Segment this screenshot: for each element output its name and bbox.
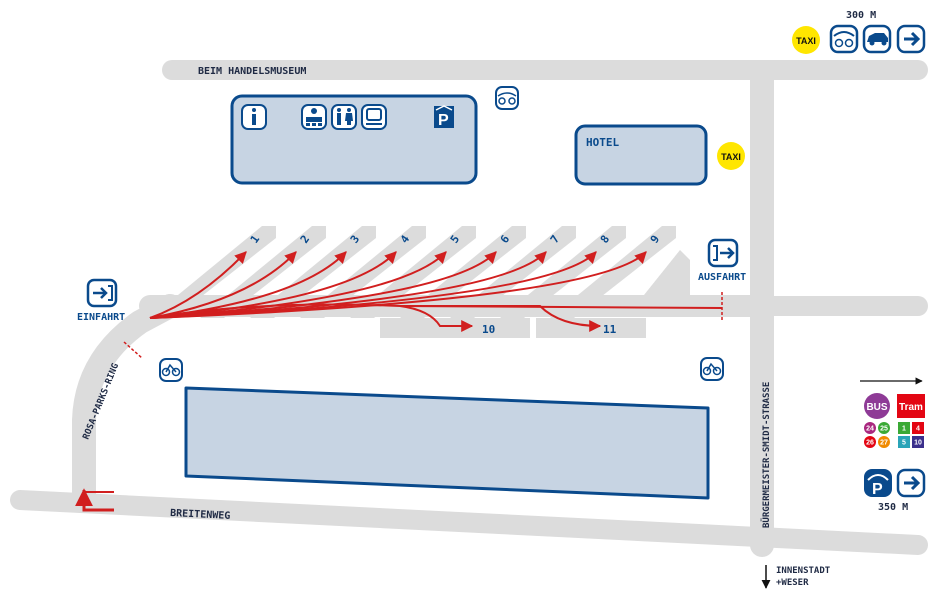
einfahrt-label: EINFAHRT	[77, 312, 125, 323]
waiting-room-icon	[301, 104, 327, 130]
tram-icon: Tram	[897, 394, 925, 418]
toilet-icon	[331, 104, 357, 130]
tram-label: Tram	[899, 402, 923, 413]
bike-parking-icon	[829, 24, 859, 54]
road-breitenweg	[10, 490, 928, 555]
entry-start-arrow	[75, 488, 114, 512]
street-label-bottom: BREITENWEG	[170, 508, 231, 522]
entrance-icon	[86, 278, 118, 308]
tram-line: 5	[902, 440, 906, 447]
distance-top-label: 300 M	[846, 10, 876, 21]
tram-line-list: 1 4 5 10	[898, 422, 924, 448]
tram-line: 4	[916, 426, 920, 433]
hotel-building	[574, 124, 708, 186]
bicycle-icon	[495, 86, 519, 110]
svg-text:P: P	[872, 481, 883, 498]
tram-line: 1	[902, 426, 906, 433]
bus-icon: BUS	[864, 393, 890, 419]
parking-icon: P	[864, 469, 892, 498]
tram-line: 10	[914, 440, 922, 447]
bus-line: 25	[880, 426, 888, 433]
ausfahrt-label: AUSFAHRT	[698, 272, 746, 283]
bay-label: 10	[482, 323, 495, 336]
parking-building	[184, 386, 710, 500]
exit-icon	[707, 238, 739, 268]
innenstadt-label: INNENSTADT	[776, 566, 831, 576]
taxi-icon: TAXI	[792, 26, 820, 54]
road-rosa-parks-ring	[72, 294, 182, 512]
distance-parking-label: 350 M	[878, 502, 908, 513]
einfahrt-gate	[123, 341, 143, 359]
info-icon	[241, 104, 267, 130]
bus-line: 27	[880, 440, 888, 447]
bus-line: 26	[866, 440, 874, 447]
bicycle-icon	[700, 357, 724, 381]
street-label-top: BEIM HANDELSMUSEUM	[198, 66, 306, 77]
street-label-right: BÜRGERMEISTER-SMIDT-STRASSE	[761, 382, 772, 528]
parking-icon: P	[434, 105, 454, 129]
taxi-label: TAXI	[796, 36, 816, 46]
arrow-right-icon	[896, 468, 926, 498]
innenstadt-label-2: +WESER	[776, 578, 809, 588]
bus-label: BUS	[866, 402, 887, 413]
bus-routes	[83, 251, 723, 510]
svg-text:P: P	[438, 112, 449, 129]
ticket-icon	[361, 104, 387, 130]
bus-line: 24	[866, 426, 874, 433]
bicycle-icon	[159, 358, 183, 382]
terminal-building	[230, 94, 478, 185]
taxi-label: TAXI	[721, 152, 741, 162]
arrow-right-icon	[896, 24, 926, 54]
bay-label: 11	[603, 323, 617, 336]
bus-line-list: 24 25 26 27	[864, 422, 890, 448]
taxi-icon: TAXI	[717, 142, 745, 170]
car-icon	[862, 24, 892, 54]
hotel-label: HOTEL	[586, 136, 619, 149]
